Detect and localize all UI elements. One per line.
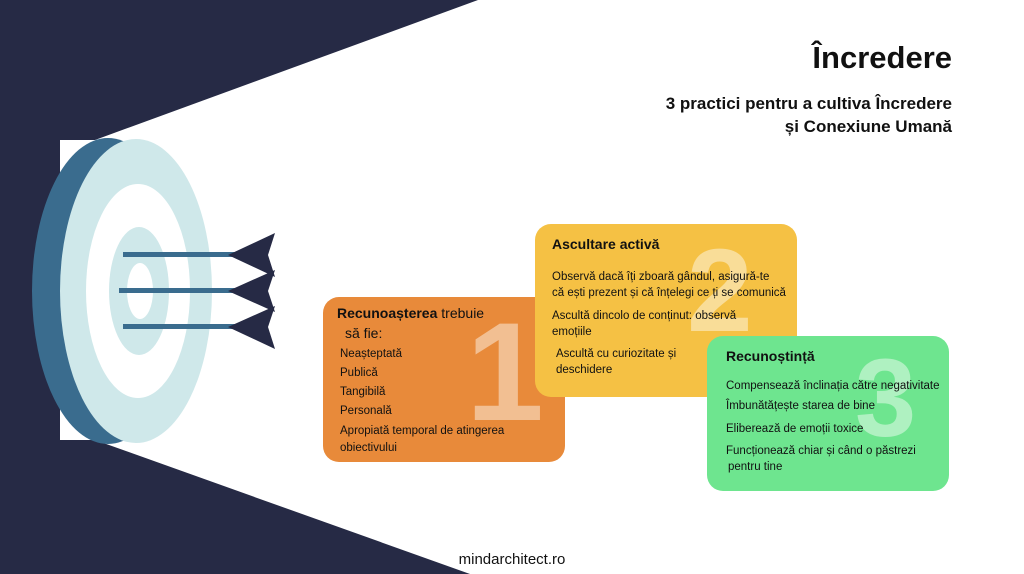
list-item: Îmbunătățește starea de bine (726, 400, 875, 412)
list-item: Eliberează de emoții toxice (726, 423, 864, 435)
card-recunostinta: 3 Recunoștință Compensează înclinația că… (707, 336, 949, 491)
card-number: 3 (855, 337, 917, 460)
list-item: pentru tine (728, 461, 783, 473)
list-item: Tangibilă (340, 386, 386, 398)
card-title-rest: trebuie (437, 305, 485, 321)
dark-corner-top (0, 0, 478, 140)
card-title: Ascultare activă (552, 236, 660, 252)
card-title-line2: să fie: (345, 325, 383, 341)
arrow-bottom (123, 306, 275, 349)
arrow-middle (119, 270, 275, 312)
card-recunoasterea: 1 Recunoașterea trebuie să fie: Neaștept… (323, 297, 565, 462)
list-item: Ascultă cu curiozitate și (556, 348, 677, 360)
card-title: Recunoașterea trebuie (337, 305, 484, 321)
list-item: obiectivului (340, 442, 397, 454)
card-ascultare-activa: 2 Ascultare activă Observă dacă îți zboa… (535, 224, 797, 397)
list-item: Apropiată temporal de atingerea (340, 425, 505, 437)
list-item: emoțiile (552, 326, 592, 338)
card-number: 1 (466, 297, 544, 450)
page-subtitle: 3 practici pentru a cultiva Încredere și… (665, 94, 952, 136)
list-item: că ești prezent și că înțelegi ce ți se … (552, 287, 786, 299)
card-title-bold: Recunoașterea (337, 305, 438, 321)
page-title: Încredere (812, 40, 952, 75)
dark-corner-bottom (0, 440, 470, 574)
list-item: Observă dacă îți zboară gândul, asigură-… (552, 271, 770, 283)
card-number: 2 (687, 225, 753, 357)
card-title: Recunoștință (726, 348, 815, 364)
list-item: Neașteptată (340, 348, 403, 360)
arrow-top (123, 233, 275, 277)
list-item: Ascultă dincolo de conținut: observă (552, 310, 737, 322)
list-item: Compensează înclinația către negativitat… (726, 380, 940, 392)
list-item: Funcționează chiar și când o păstrezi (726, 445, 916, 457)
website-footer: mindarchitect.ro (458, 551, 566, 568)
list-item: deschidere (556, 364, 613, 376)
list-item: Publică (340, 367, 378, 379)
arrows (119, 233, 275, 349)
list-item: Personală (340, 405, 392, 417)
